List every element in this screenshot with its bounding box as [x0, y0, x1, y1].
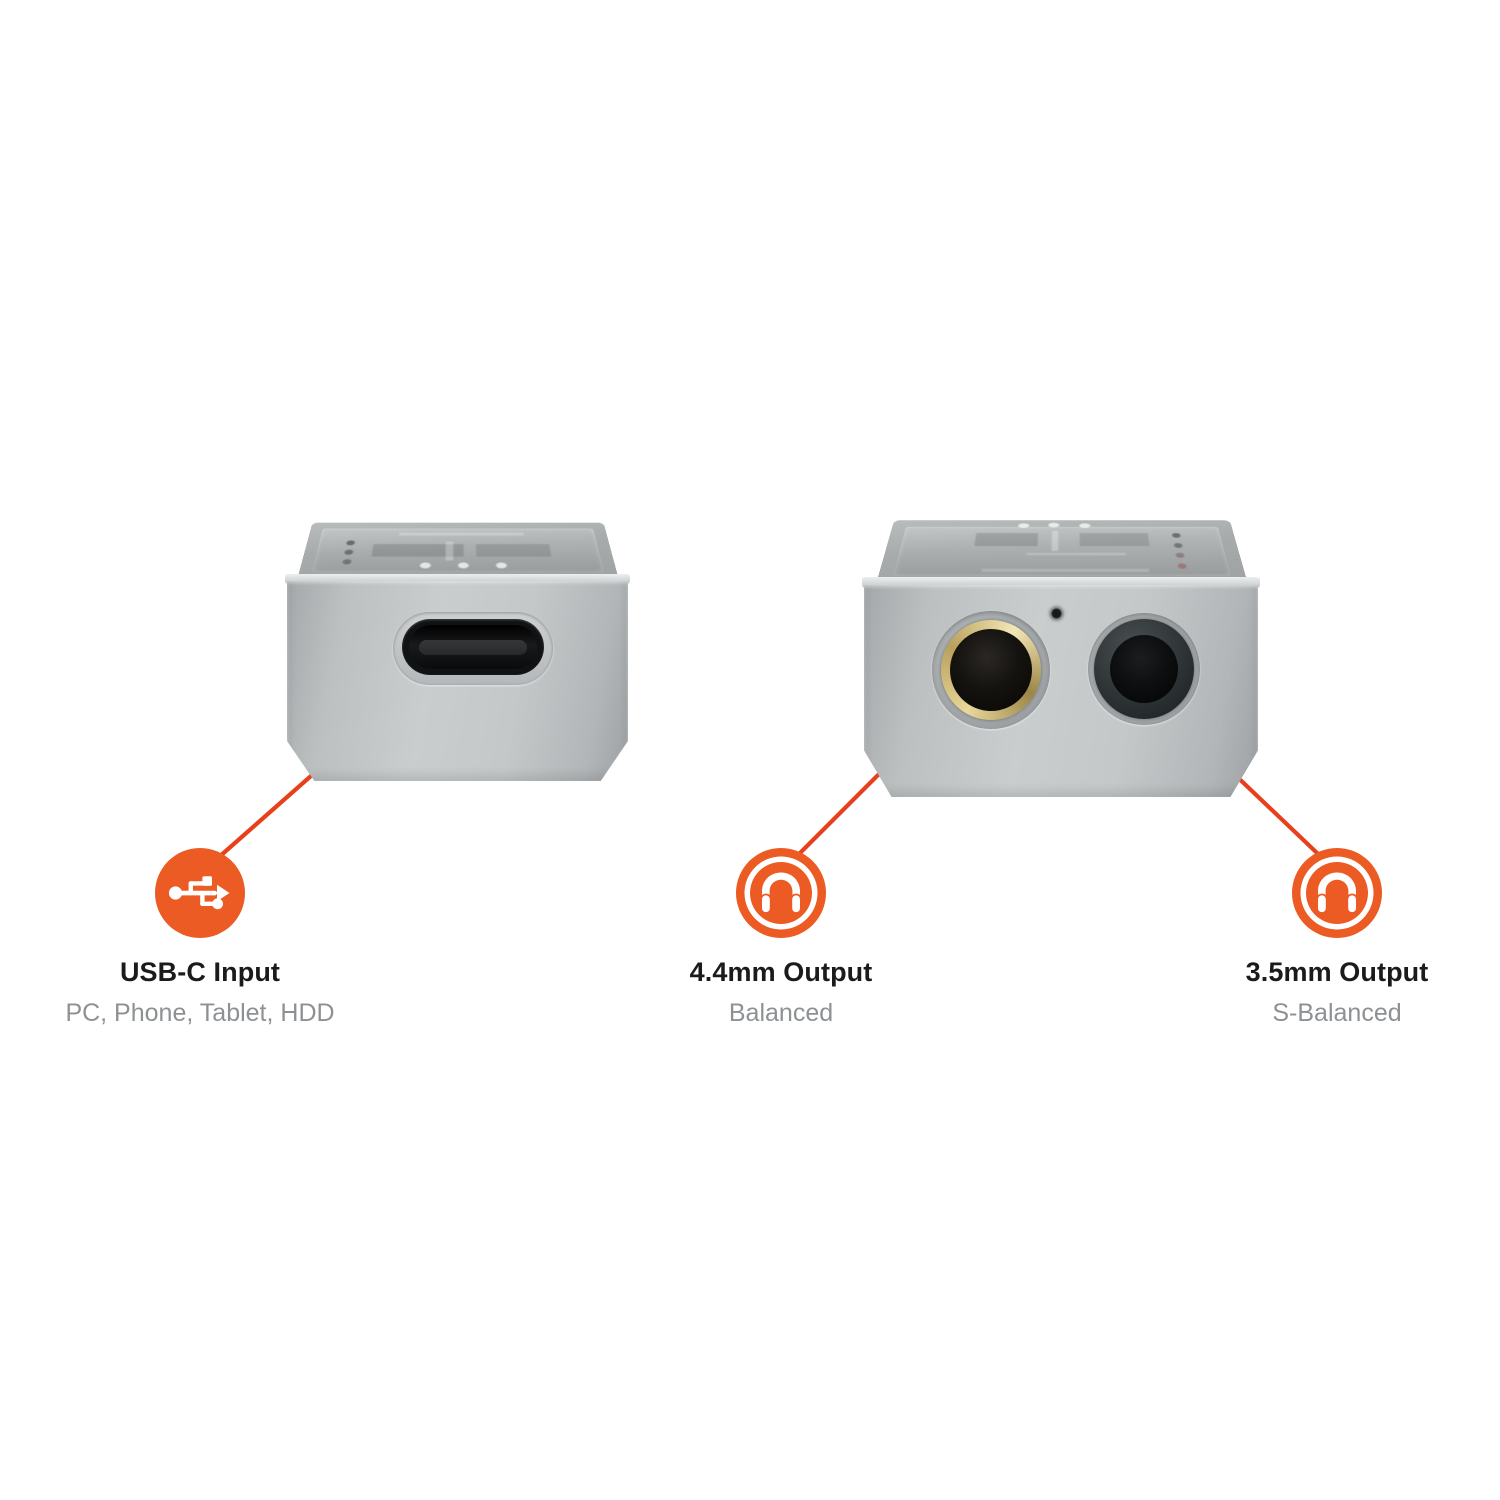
- top-engraving-block-2: [476, 544, 551, 557]
- callout-usb-c-input: USB-C Input PC, Phone, Tablet, HDD: [25, 848, 375, 1028]
- led-indicator: [1049, 606, 1064, 621]
- top-engraving-text-1: [974, 533, 1038, 546]
- headphones-icon-badge-3-5mm[interactable]: [1292, 848, 1382, 938]
- top-status-led-4: [1177, 563, 1187, 568]
- balanced-4-4mm-jack-hole[interactable]: [950, 629, 1032, 711]
- usb-icon-badge[interactable]: [155, 848, 245, 938]
- device-usb-side: [285, 488, 630, 788]
- callout-subtitle: S-Balanced: [1162, 999, 1500, 1028]
- callout-3-5mm-output: 3.5mm Output S-Balanced: [1162, 848, 1500, 1028]
- callout-title: USB-C Input: [25, 957, 375, 988]
- top-indicator-dot-3: [496, 563, 507, 569]
- top-engraving-line-3: [982, 569, 1150, 572]
- top-status-led-3: [1175, 553, 1185, 558]
- top-engraving-line-2: [1026, 553, 1126, 555]
- callout-title: 4.4mm Output: [606, 957, 956, 988]
- top-engraving-bar-2: [1051, 531, 1058, 551]
- top-indicator-dot-6: [1079, 524, 1090, 529]
- headphones-icon: [736, 848, 826, 938]
- callout-subtitle: PC, Phone, Tablet, HDD: [25, 999, 375, 1028]
- device-output-side: [862, 480, 1260, 800]
- callout-title: 3.5mm Output: [1162, 957, 1500, 988]
- top-engraving-text-2: [1079, 533, 1149, 546]
- top-engraving-line-1: [398, 533, 523, 536]
- single-ended-3-5mm-jack-hole[interactable]: [1110, 635, 1178, 703]
- top-engraving-bar: [446, 542, 454, 561]
- top-status-led-1: [1172, 533, 1181, 538]
- callout-4-4mm-output: 4.4mm Output Balanced: [606, 848, 956, 1028]
- headphones-icon: [1292, 848, 1382, 938]
- top-status-led-2: [1174, 543, 1183, 548]
- callout-subtitle: Balanced: [606, 999, 956, 1028]
- usb-icon: [155, 848, 245, 938]
- usb-c-port-tongue: [419, 640, 527, 655]
- device-top-panel: [297, 522, 619, 580]
- device-top-panel-2: [876, 520, 1248, 584]
- headphones-icon-badge-4-4mm[interactable]: [736, 848, 826, 938]
